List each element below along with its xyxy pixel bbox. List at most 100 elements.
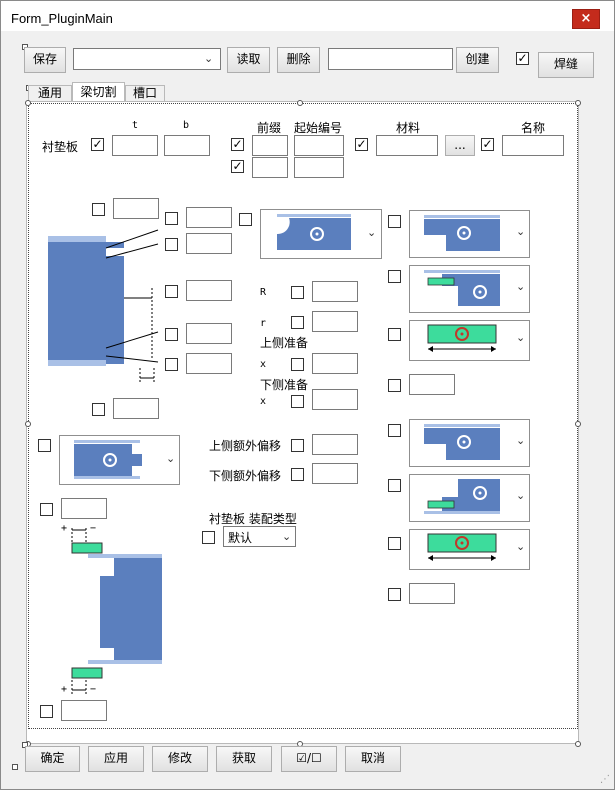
web-depth-input[interactable] [186, 280, 232, 301]
bottom-cut-select[interactable]: ⌄ [409, 419, 530, 467]
upper-prep-input[interactable] [312, 353, 358, 374]
top-bar-select[interactable]: ⌄ [409, 320, 530, 361]
prefix2-input[interactable] [252, 157, 288, 178]
chamfer1-input[interactable] [186, 207, 232, 228]
chamfer2-input[interactable] [186, 233, 232, 254]
upper-offset-input[interactable] [312, 434, 358, 455]
bottom-gap-checkbox[interactable] [92, 403, 105, 416]
save-button[interactable]: 保存 [24, 47, 66, 73]
top-gap-checkbox[interactable] [92, 203, 105, 216]
lower-offset-input[interactable] [312, 463, 358, 484]
title-bar [1, 1, 614, 31]
chamfer3-checkbox[interactable] [165, 328, 178, 341]
tab-beam-cut[interactable]: 梁切割 [72, 82, 125, 102]
start-number-input[interactable] [294, 135, 344, 156]
top-cut-shape-icon [424, 215, 500, 251]
upper-offset-checkbox[interactable] [291, 439, 304, 452]
tab-notch[interactable]: 槽口 [125, 85, 165, 102]
lower-offset-label: 下侧额外偏移 [209, 469, 282, 483]
bottom-plate-checkbox[interactable] [388, 479, 401, 492]
cope-checkbox[interactable] [239, 213, 252, 226]
cope-type-select[interactable]: ⌄ [260, 209, 382, 259]
lower-prep-input[interactable] [312, 389, 358, 410]
backing-plate-diagram [71, 528, 162, 694]
chamfer4-input[interactable] [186, 353, 232, 374]
bottom-bar-shape-icon [427, 533, 497, 561]
plate-assembly-select[interactable]: 默认 ⌄ [223, 526, 296, 547]
bottom-plate-select[interactable]: ⌄ [409, 474, 530, 522]
lower-offset-checkbox[interactable] [291, 468, 304, 481]
plate-t-input[interactable] [112, 135, 158, 156]
lower-prep-checkbox[interactable] [291, 395, 304, 408]
modify-button[interactable]: 修改 [152, 746, 208, 772]
chamfer4-checkbox[interactable] [165, 358, 178, 371]
design-frame [28, 103, 578, 729]
bottom-bar-select[interactable]: ⌄ [409, 529, 530, 570]
name-checkbox[interactable]: ✓ [481, 137, 494, 151]
prefix2-checkbox[interactable]: ✓ [231, 159, 244, 173]
chamfer3-input[interactable] [186, 323, 232, 344]
plate-top-offset-checkbox[interactable] [40, 503, 53, 516]
t-label: t [132, 120, 139, 131]
weld-checkbox[interactable]: ✓ [516, 51, 529, 65]
cancel-button[interactable]: 取消 [345, 746, 401, 772]
r-checkbox[interactable] [291, 316, 304, 329]
top-cut-select[interactable]: ⌄ [409, 210, 530, 258]
weld-button[interactable]: 焊缝 [538, 52, 594, 78]
start-number2-input[interactable] [294, 157, 344, 178]
plate-top-offset-input[interactable] [61, 498, 107, 519]
plate-bottom-offset-input[interactable] [61, 700, 107, 721]
r-input[interactable] [312, 311, 358, 332]
close-button[interactable]: × [572, 9, 600, 29]
top-bar-checkbox[interactable] [388, 328, 401, 341]
bottom-bar-length-checkbox[interactable] [388, 588, 401, 601]
read-button[interactable]: 读取 [227, 47, 270, 73]
upper-offset-label: 上侧额外偏移 [209, 439, 282, 453]
material-input[interactable] [376, 135, 438, 156]
prefix-checkbox[interactable]: ✓ [231, 137, 244, 151]
top-bar-length-input[interactable] [409, 374, 455, 395]
chevron-down-icon: ⌄ [516, 225, 526, 238]
chevron-down-icon: ⌄ [516, 489, 526, 502]
apply-button[interactable]: 应用 [88, 746, 144, 772]
top-plate-select[interactable]: ⌄ [409, 265, 530, 313]
R-checkbox[interactable] [291, 286, 304, 299]
top-bar-length-checkbox[interactable] [388, 379, 401, 392]
tab-general[interactable]: 通用 [28, 85, 72, 102]
R-input[interactable] [312, 281, 358, 302]
bottom-gap-input[interactable] [113, 398, 159, 419]
minus-label: − [90, 523, 97, 534]
plate-checkbox[interactable]: ✓ [91, 137, 104, 151]
ok-button[interactable]: 确定 [25, 746, 80, 772]
prefix-input[interactable] [252, 135, 288, 156]
create-button[interactable]: 创建 [456, 47, 499, 73]
R-label: R [260, 287, 267, 298]
material-checkbox[interactable]: ✓ [355, 137, 368, 151]
chamfer1-checkbox[interactable] [165, 212, 178, 225]
plate-bottom-offset-checkbox[interactable] [40, 705, 53, 718]
side-cut-select[interactable]: ⌄ [59, 435, 180, 485]
resize-grip-icon[interactable]: ⋰ [600, 774, 610, 785]
chamfer2-checkbox[interactable] [165, 238, 178, 251]
side-cut-checkbox[interactable] [38, 439, 51, 452]
material-browse-button[interactable]: ... [445, 135, 475, 156]
upper-prep-checkbox[interactable] [291, 358, 304, 371]
web-depth-checkbox[interactable] [165, 285, 178, 298]
bottom-bar-length-input[interactable] [409, 583, 455, 604]
top-gap-input[interactable] [113, 198, 159, 219]
bottom-cut-checkbox[interactable] [388, 424, 401, 437]
delete-button[interactable]: 删除 [277, 47, 320, 73]
bottom-bar-checkbox[interactable] [388, 537, 401, 550]
get-button[interactable]: 获取 [216, 746, 272, 772]
plate-b-input[interactable] [164, 135, 210, 156]
top-plate-checkbox[interactable] [388, 270, 401, 283]
chevron-down-icon: ⌄ [516, 331, 526, 344]
name-input[interactable] [502, 135, 564, 156]
preset-name-input[interactable] [328, 48, 453, 70]
top-cut-checkbox[interactable] [388, 215, 401, 228]
plate-assembly-checkbox[interactable] [202, 531, 215, 544]
beam-section-diagram [48, 229, 159, 382]
preset-combo[interactable]: ⌄ [73, 48, 221, 70]
toggle-all-button[interactable]: ☑/☐ [281, 746, 337, 772]
chevron-down-icon: ⌄ [516, 280, 526, 293]
